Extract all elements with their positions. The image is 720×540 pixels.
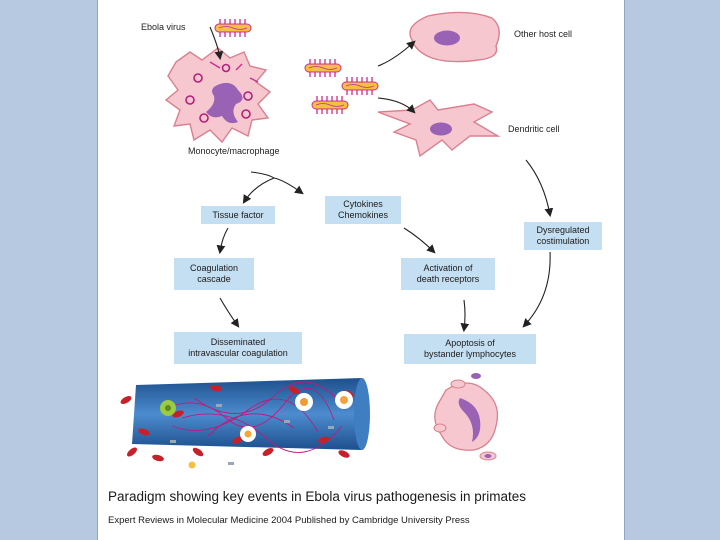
dysregulated-line-1: Dysregulated bbox=[536, 225, 590, 235]
coagulation-line-2: cascade bbox=[197, 274, 231, 284]
activation-death-receptors-box: Activation of death receptors bbox=[401, 258, 495, 290]
coagulation-line-1: Coagulation bbox=[189, 263, 239, 273]
tissue-factor-text: Tissue factor bbox=[212, 209, 264, 220]
disseminated-line-1: Disseminated bbox=[210, 337, 266, 347]
dendritic-cell-label: Dendritic cell bbox=[508, 124, 560, 134]
apoptotic-cell-icon bbox=[433, 373, 499, 461]
coagulation-cascade-box: Coagulation cascade bbox=[174, 258, 254, 290]
cytokines-line-1: Cytokines bbox=[343, 199, 383, 209]
flow-arrows bbox=[209, 26, 554, 333]
apoptosis-lymphocytes-box: Apoptosis of bystander lymphocytes bbox=[404, 334, 536, 364]
cytokines-line-2: Chemokines bbox=[337, 210, 389, 220]
dysregulated-costimulation-box: Dysregulated costimulation bbox=[524, 222, 602, 250]
disseminated-line-2: intravascular coagulation bbox=[188, 348, 288, 358]
apoptosis-line-1: Apoptosis of bbox=[445, 338, 495, 348]
monocyte-macrophage-label: Monocyte/macrophage bbox=[188, 146, 280, 156]
tissue-factor-box: Tissue factor bbox=[201, 206, 275, 224]
apoptosis-line-2: bystander lymphocytes bbox=[423, 349, 517, 359]
dysregulated-line-2: costimulation bbox=[536, 236, 590, 246]
pathogenesis-diagram bbox=[120, 11, 554, 473]
ebola-virus-label: Ebola virus bbox=[141, 22, 186, 32]
figure-panel: Ebola virus Other host cell Dendritic ce… bbox=[97, 0, 625, 540]
dendritic-cell-icon bbox=[377, 99, 501, 158]
macrophage-icon bbox=[164, 47, 272, 144]
other-host-cell-label: Other host cell bbox=[514, 29, 573, 39]
disseminated-coagulation-box: Disseminated intravascular coagulation bbox=[174, 332, 302, 364]
activation-line-1: Activation of bbox=[423, 263, 473, 273]
activation-line-2: death receptors bbox=[416, 274, 480, 284]
blood-vessel-icon bbox=[120, 378, 370, 473]
cytokines-box: Cytokines Chemokines bbox=[325, 196, 401, 224]
figure-caption-title: Paradigm showing key events in Ebola vir… bbox=[108, 489, 526, 504]
figure-caption-credit: Expert Reviews in Molecular Medicine 200… bbox=[108, 515, 470, 526]
host-cell-icon bbox=[409, 11, 500, 63]
